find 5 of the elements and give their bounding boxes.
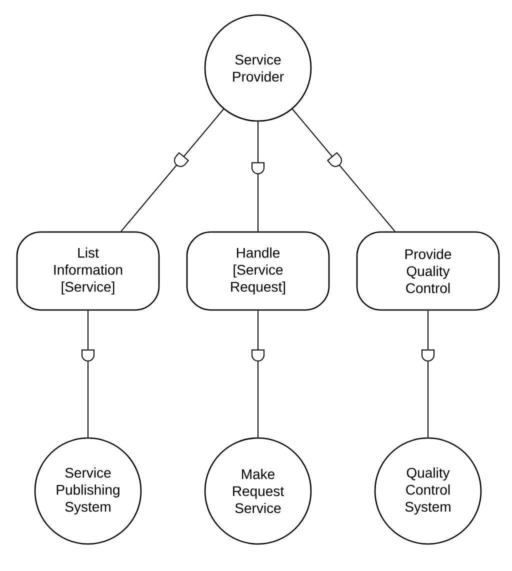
activity-box: Handle [Service Request] <box>186 231 330 311</box>
connector <box>292 108 396 232</box>
activity-box: List Information [Service] <box>16 231 160 311</box>
connector <box>120 108 224 232</box>
activity-box: Provide Quality Control <box>356 231 500 311</box>
